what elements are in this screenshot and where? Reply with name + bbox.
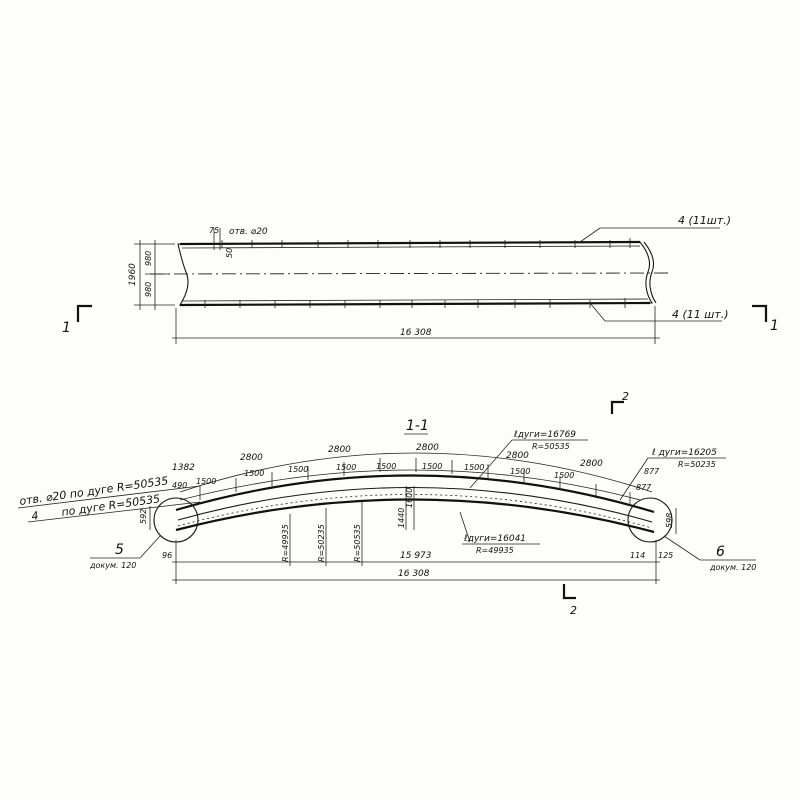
section-title: 1-1 — [406, 418, 429, 434]
section-mark-2-top-label: 2 — [622, 390, 629, 403]
bolts-note-num: 4 — [31, 509, 40, 523]
bolts-note-line — [27, 501, 201, 523]
section-mark-right-label: 1 — [770, 318, 779, 334]
arclen-bottom-r: R=49935 — [476, 546, 514, 555]
support-right-leader — [663, 535, 701, 561]
bot-right-b: 125 — [658, 551, 673, 560]
callout-top-label: 4 (11шт.) — [678, 214, 731, 227]
arc-top-chord — [175, 474, 655, 514]
section-mark-2-bottom — [562, 584, 576, 600]
bolt-spacing-7: 1500 — [464, 463, 484, 472]
bot-left-end: 96 — [162, 551, 172, 560]
bolt-spacing-9: 1500 — [554, 471, 574, 480]
bolt-end-left: 490 — [172, 481, 187, 490]
section-mark-left — [76, 304, 92, 322]
hole-dim-50: 50 — [225, 248, 234, 258]
plan-bolts-top — [221, 238, 631, 248]
bolt-spacing-5: 1500 — [376, 462, 396, 471]
arc-end-right: 877 — [644, 467, 660, 476]
bot-right-a: 114 — [630, 551, 645, 560]
plan-top-rail — [181, 245, 641, 249]
rise-value: 1440 — [397, 508, 406, 528]
radius-mark-1: R=49935 — [281, 524, 290, 562]
plan-bottom-flange — [179, 301, 651, 307]
arc-spacing-1: 2800 — [240, 453, 263, 463]
support-left-doc: докум. 120 — [89, 561, 136, 570]
arc-spacing-4: 2800 — [506, 451, 529, 461]
bot-total: 16 308 — [398, 569, 430, 579]
plan-break-line — [643, 241, 657, 304]
section-mark-2-bottom-label: 2 — [570, 604, 577, 617]
arclen-bottom-leader — [459, 511, 471, 543]
arclen-top-leader — [469, 439, 513, 489]
arc-dim-lower — [179, 469, 641, 501]
plan-bottom-rail — [181, 298, 649, 302]
radius-mark-2: R=50235 — [317, 524, 326, 562]
arc-end-left: 1382 — [172, 463, 195, 473]
height-right: 598 — [665, 513, 674, 528]
bolt-spacing-8: 1500 — [510, 467, 530, 476]
arc-dotted — [177, 494, 653, 529]
arc-spacing-2: 2800 — [328, 445, 351, 455]
section-mark-left-label: 1 — [62, 320, 71, 336]
dim-980-upper: 980 — [144, 251, 153, 266]
rise-value-b: 1600 — [405, 488, 414, 508]
section-view: 1-1 2 1382 2800 2800 2800 2800 2800 490 … — [17, 390, 756, 617]
arclen-bottom: ℓдуги=16041 — [463, 534, 526, 544]
bolt-spacing-1: 1500 — [196, 477, 216, 486]
plan-centerline — [149, 272, 671, 275]
bolt-spacing-3: 1500 — [288, 465, 308, 474]
support-right-doc: докум. 120 — [709, 563, 756, 572]
support-circle-right — [627, 497, 673, 543]
callout-leader-top — [579, 227, 601, 243]
bot-span: 15 973 — [400, 551, 432, 561]
plan-bolts-bottom — [204, 298, 626, 308]
bolt-end-right: 877 — [636, 483, 652, 492]
dim-980-lower: 980 — [144, 282, 153, 297]
height-left: 592 — [139, 509, 148, 524]
holes-note-line — [17, 485, 201, 509]
arclen-right: ℓ дуги=16205 — [651, 448, 717, 458]
arc-spacing-3: 2800 — [416, 443, 439, 453]
support-left-num: 5 — [115, 542, 124, 558]
arclen-top-r: R=50535 — [532, 442, 570, 451]
arclen-top: ℓдуги=16769 — [513, 430, 576, 440]
arc-dim-upper — [179, 452, 653, 493]
dim-1960: 1960 — [128, 263, 138, 286]
support-right-num: 6 — [716, 544, 725, 560]
callout-leader-bottom — [589, 302, 606, 322]
bolt-spacing-6: 1500 — [422, 462, 442, 471]
arc-bottom-chord — [175, 498, 655, 534]
arc-second — [177, 486, 653, 523]
support-left-leader — [139, 535, 161, 559]
bolt-spacing-2: 1500 — [244, 469, 264, 478]
hole-label: отв. ⌀20 — [229, 227, 268, 237]
plan-length: 16 308 — [400, 328, 432, 338]
bolt-spacing-4: 1500 — [336, 463, 356, 472]
section-mark-2-top — [610, 400, 624, 414]
plan-beam-outline — [177, 241, 654, 306]
radius-mark-3: R=50535 — [353, 524, 362, 562]
arclen-right-r: R=50235 — [678, 460, 716, 469]
hole-dim-75: 75 — [209, 226, 219, 235]
section-mark-right — [752, 304, 768, 322]
plan-view: 1960 980 980 75 отв. ⌀20 50 4 (11шт.) 4 … — [62, 214, 779, 344]
callout-bottom-label: 4 (11 шт.) — [672, 308, 729, 321]
arc-spacing-5: 2800 — [580, 459, 603, 469]
arclen-right-leader — [619, 457, 649, 501]
